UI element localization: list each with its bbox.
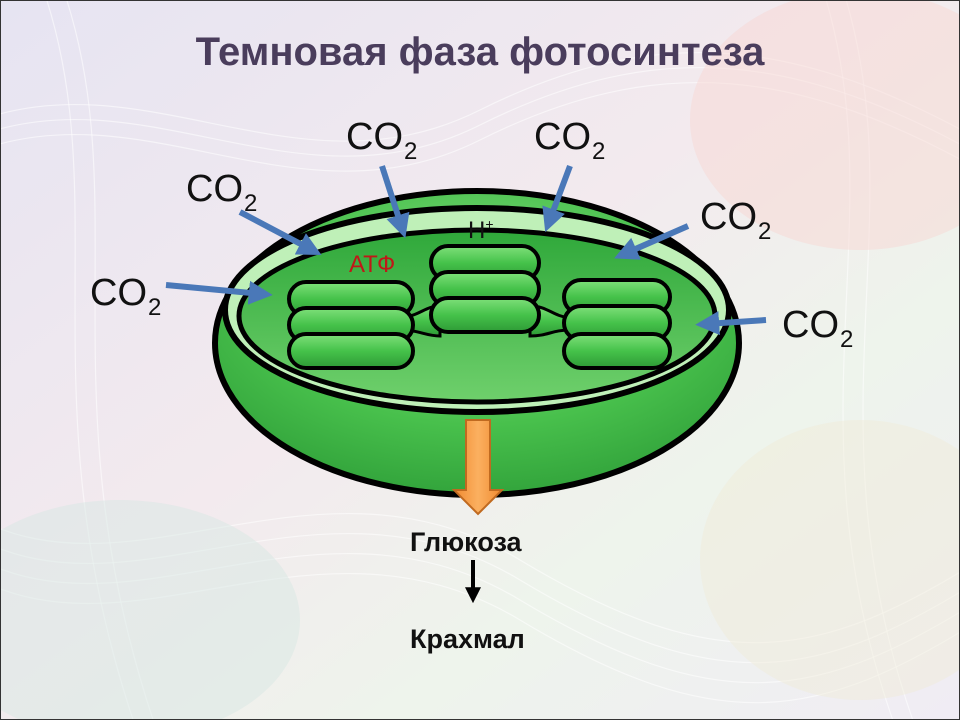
co2-arrows (165, 164, 767, 336)
co2-label: CO2 (534, 116, 606, 165)
co2-arrow (165, 280, 273, 305)
chloroplast (212, 188, 742, 498)
co2-arrow (614, 223, 690, 260)
granum-left (287, 280, 415, 370)
co2-arrow (238, 209, 322, 256)
co2-arrow (379, 165, 410, 239)
atp-label: АТФ (349, 251, 396, 278)
co2-arrow (695, 311, 767, 336)
co2-arrow (542, 164, 573, 233)
co2-label: CO2 (700, 196, 772, 245)
co2-label: CO2 (346, 116, 418, 165)
hydrogen-ion-label: H+ (468, 216, 494, 244)
thylakoid-disc (429, 296, 541, 334)
co2-label: CO2 (782, 304, 854, 353)
co2-label: CO2 (90, 272, 162, 321)
output-arrow (451, 419, 505, 516)
granum-middle (429, 244, 541, 334)
glucose-label: Глюкоза (410, 527, 522, 557)
thylakoid-disc (562, 332, 672, 370)
thylakoid-disc (287, 332, 415, 370)
co2-label: CO2 (186, 168, 258, 217)
slide-title: Темновая фаза фотосинтеза (195, 30, 765, 74)
granum-right (562, 278, 672, 370)
starch-label: Крахмал (410, 624, 525, 654)
